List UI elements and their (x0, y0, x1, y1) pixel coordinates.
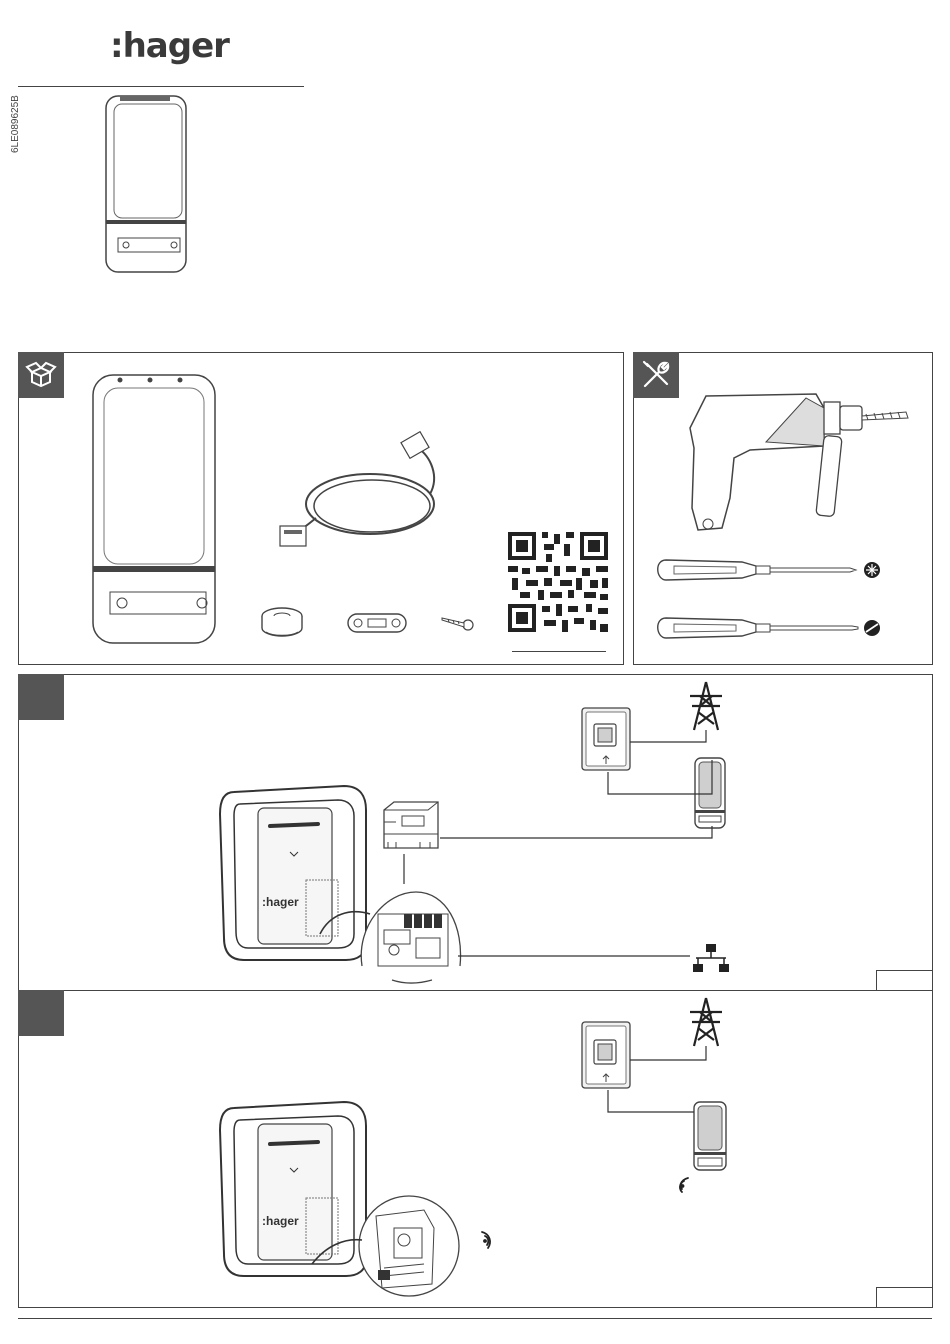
screw-illustration (440, 612, 474, 634)
wifi-signal-icon (476, 1228, 500, 1252)
hager-logo: :hager (110, 26, 229, 66)
detail-leader-line (300, 894, 380, 944)
meter-module-illustration (693, 756, 727, 830)
charger-brand-label-wired: :hager (262, 895, 299, 909)
ethernet-network-icon (692, 944, 732, 972)
wireless-page-tag (876, 1287, 932, 1307)
product-illustration-top (104, 94, 190, 276)
qr-underline (512, 651, 606, 652)
product-main-illustration (90, 372, 220, 648)
box-open-icon (18, 352, 64, 398)
distribution-board-illustration (580, 706, 632, 772)
wifi-signal-icon (670, 1172, 694, 1196)
screwdriver-pz-illustration (652, 556, 888, 586)
detail-leader-line (296, 1216, 376, 1276)
wired-installation-panel (18, 674, 933, 992)
qr-code (506, 530, 610, 634)
document-reference: 6LE089625B (10, 95, 30, 185)
meter-module-illustration (692, 1100, 728, 1172)
power-pylon-icon (686, 996, 726, 1048)
header-rule (18, 86, 304, 87)
grommet-illustration (258, 604, 306, 644)
power-pylon-icon (686, 680, 726, 732)
box-contents-badge (18, 352, 64, 398)
distribution-board-illustration (580, 1020, 632, 1090)
footer-rule (18, 1318, 932, 1319)
wrench-screwdriver-icon (633, 352, 679, 398)
rj45-cable-illustration (280, 432, 460, 552)
wireless-installation-badge (18, 990, 64, 1036)
wired-page-tag (876, 970, 932, 991)
screwdriver-flat-illustration (652, 614, 888, 644)
charger-brand-label-wireless: :hager (262, 1214, 299, 1228)
drill-illustration (686, 388, 912, 544)
cable-clamp-illustration (346, 610, 408, 636)
wireless-installation-panel (18, 990, 933, 1308)
din-energy-meter-illustration (380, 798, 440, 854)
wired-installation-badge (18, 674, 64, 720)
tools-badge (633, 352, 679, 398)
